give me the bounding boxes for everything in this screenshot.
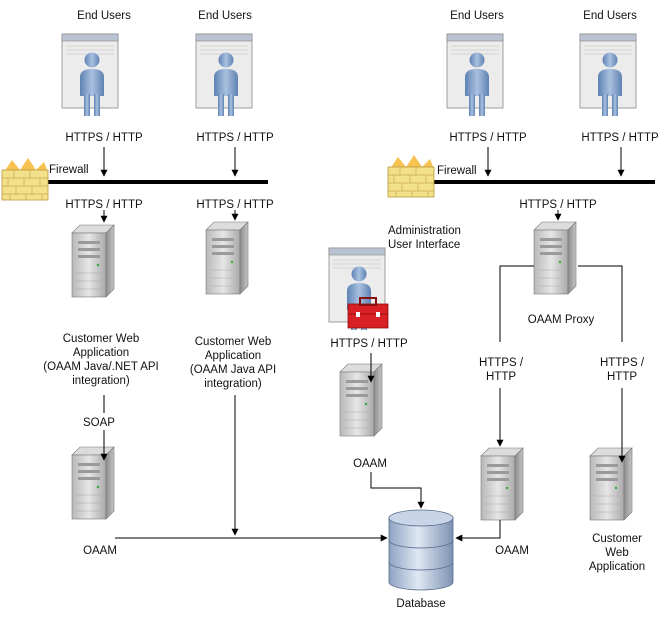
end-user-icon [195, 33, 253, 117]
protocol-label: HTTPS / HTTP [599, 357, 645, 383]
end-user-icon [579, 33, 637, 117]
oaam-label: OAAM [353, 458, 387, 470]
database-icon [388, 509, 454, 591]
connector [370, 472, 425, 509]
customer-web-app-label: Customer Web Application [588, 533, 646, 573]
end-user-icon [61, 33, 119, 117]
oaam-proxy-label: OAAM Proxy [527, 314, 595, 326]
connector [499, 265, 534, 342]
server-icon-oaam-right [480, 447, 524, 521]
oaam-label: OAAM [83, 545, 117, 557]
end-users-label: End Users [77, 10, 131, 22]
protocol-label: HTTPS / HTTP [449, 132, 527, 144]
protocol-label: HTTPS / HTTP [65, 132, 143, 144]
end-users-label: End Users [450, 10, 504, 22]
connector [455, 520, 501, 542]
end-users-label: End Users [198, 10, 252, 22]
firewall-icon-left [1, 157, 49, 201]
protocol-label: HTTPS / HTTP [478, 357, 524, 383]
end-user-icon [446, 33, 504, 117]
server-icon-app-1 [71, 224, 115, 298]
connector [578, 265, 623, 342]
firewall-icon-right [387, 154, 435, 198]
end-users-label: End Users [583, 10, 637, 22]
protocol-label: HTTPS / HTTP [196, 199, 274, 211]
firewall-label: Firewall [49, 164, 89, 176]
server-icon-app-2 [205, 221, 249, 295]
protocol-label: HTTPS / HTTP [65, 199, 143, 211]
server-icon-oaam-middle [339, 363, 383, 437]
protocol-label: HTTPS / HTTP [519, 199, 597, 211]
server-icon-oaam-left [71, 446, 115, 520]
admin-ui-label: Administration User Interface [388, 225, 461, 251]
protocol-label: HTTPS / HTTP [581, 132, 659, 144]
customer-web-app-label: Customer Web Application (OAAM Java/.NET… [43, 333, 159, 387]
server-icon-app-right [589, 447, 633, 521]
soap-label: SOAP [83, 417, 115, 429]
toolbox-icon [347, 297, 389, 329]
server-icon-proxy [533, 221, 577, 295]
oaam-label: OAAM [495, 545, 529, 557]
firewall-label: Firewall [437, 165, 477, 177]
customer-web-app-label: Customer Web Application (OAAM Java API … [189, 336, 277, 390]
protocol-label: HTTPS / HTTP [330, 338, 408, 350]
protocol-label: HTTPS / HTTP [196, 132, 274, 144]
database-label: Database [396, 598, 446, 610]
